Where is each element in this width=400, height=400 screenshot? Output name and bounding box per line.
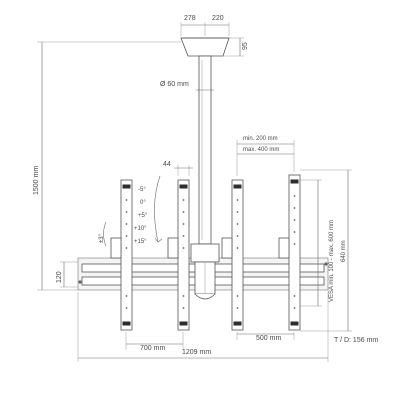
base-height-label: 95 <box>242 42 249 50</box>
arm-spacing-dimension: min. 200 mm max. 400 mm <box>236 136 295 176</box>
width-500-label: 500 mm <box>256 335 281 342</box>
base-inner-label: 220 <box>212 15 224 22</box>
arm-height-label: 640 mm <box>341 240 347 262</box>
pole <box>198 55 212 245</box>
width-700-label: 700 mm <box>140 345 165 352</box>
arm-2 <box>167 179 190 331</box>
base-width-label: 278 <box>184 15 196 22</box>
width-total-label: 1209 mm <box>182 349 211 356</box>
bracket-width-dimension: 44 <box>163 161 193 176</box>
vesa-dimension: VESA min. 100 - max. 600 mm <box>300 179 335 307</box>
tilt-value-1: -5° <box>138 187 146 193</box>
pole-diameter: Ø 60 mm <box>160 81 214 91</box>
depth-label: T / D: 156 mm <box>334 337 378 344</box>
tilt-indicator: -5° 0° +5° +10° +15° <box>134 175 163 245</box>
min-spacing-label: min. 200 mm <box>243 136 278 142</box>
arm-3 <box>221 179 244 331</box>
arm-4 <box>278 174 301 331</box>
ceiling-base <box>180 37 230 57</box>
tilt-value-5: +15° <box>134 239 147 245</box>
tilt-value-2: 0° <box>140 200 146 206</box>
rotation-label: ±3° <box>99 233 105 243</box>
tilt-value-4: +10° <box>134 226 147 232</box>
bracket-width-label: 44 <box>163 161 171 168</box>
rotation-indicator: ±3° <box>99 221 107 247</box>
pole-clamp <box>190 243 220 300</box>
vesa-label: VESA min. 100 - max. 600 mm <box>329 220 335 302</box>
total-height-label: 1500 mm <box>33 166 40 195</box>
rail-height-dimension: 120 <box>56 261 78 288</box>
arm-height-dimension: 640 mm <box>300 169 352 332</box>
rail-height-label: 120 <box>56 271 63 283</box>
total-height-dimension: 1500 mm <box>33 41 181 291</box>
arm-1 <box>110 179 133 331</box>
pole-diameter-label: Ø 60 mm <box>160 81 189 88</box>
bottom-dimensions: 700 mm 500 mm 1209 mm <box>77 292 329 362</box>
base-dimensions: 278 220 95 <box>180 15 249 57</box>
tilt-value-3: +5° <box>138 213 148 219</box>
max-spacing-label: max. 400 mm <box>243 147 279 153</box>
